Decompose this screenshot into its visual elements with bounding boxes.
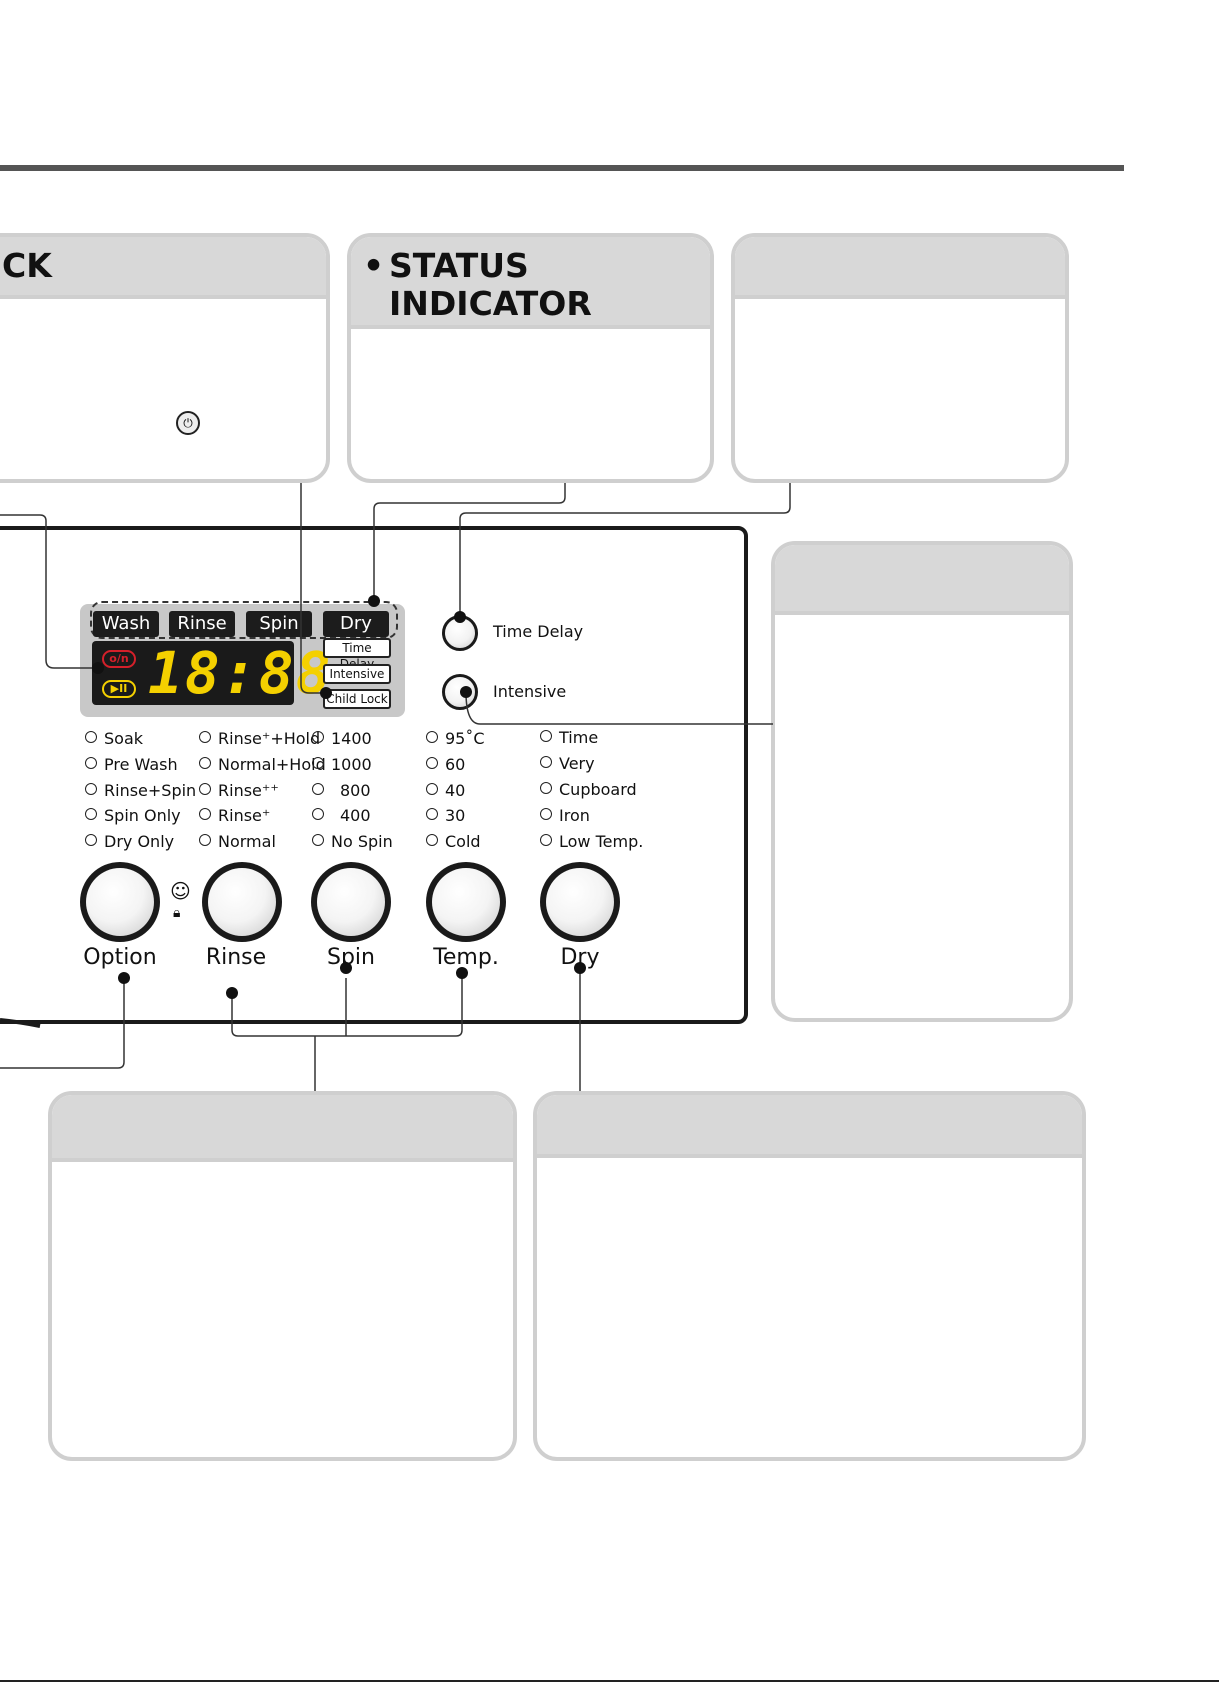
option-indicator-icon xyxy=(199,834,211,846)
callout-time-delay xyxy=(731,233,1069,483)
callout-status-title: •STATUS INDICATOR xyxy=(363,246,592,323)
option-indicator-icon xyxy=(540,756,552,768)
indicator-time-delay: Time Delay xyxy=(323,638,391,671)
option-indicator-icon xyxy=(199,808,211,820)
intensive-label: Intensive xyxy=(493,682,567,701)
knob-face xyxy=(208,868,276,936)
option-indicator-icon xyxy=(85,834,97,846)
option-indicator-icon xyxy=(426,731,438,743)
callout-child-lock-title: CK xyxy=(2,246,52,285)
callout-status-indicator: •STATUS INDICATOR xyxy=(347,233,714,483)
temp-knob[interactable] xyxy=(426,862,506,942)
option-indicator-icon xyxy=(312,808,324,820)
temp-40: 40 xyxy=(426,780,465,802)
spin-1000: 1000 xyxy=(312,754,372,776)
spin-400: 400 xyxy=(312,805,371,827)
option-indicator-icon xyxy=(540,782,552,794)
dry-very: Very xyxy=(540,753,595,775)
option-indicator-icon xyxy=(312,731,324,743)
knob-face xyxy=(86,868,154,936)
option-indicator-icon xyxy=(540,834,552,846)
dry-cupboard: Cupboard xyxy=(540,779,637,801)
option-spin-only: Spin Only xyxy=(85,805,181,827)
callout-child-lock: CK xyxy=(0,233,330,483)
stage-rinse: Rinse xyxy=(169,611,235,637)
stage-spin: Spin xyxy=(246,611,312,637)
option-indicator-icon xyxy=(312,834,324,846)
dry-knob-label: Dry xyxy=(560,945,600,970)
rinse-plus-plus: Rinse⁺⁺ xyxy=(199,780,279,802)
option-knob[interactable] xyxy=(80,862,160,942)
option-indicator-icon xyxy=(85,808,97,820)
temp-cold: Cold xyxy=(426,831,481,853)
option-indicator-icon xyxy=(85,783,97,795)
option-indicator-icon xyxy=(199,731,211,743)
stage-dry: Dry xyxy=(323,611,389,637)
option-soak: Soak xyxy=(85,728,143,750)
option-rinse-spin: Rinse+Spin xyxy=(85,780,196,802)
temp-95: 95˚C xyxy=(426,728,485,750)
option-indicator-icon xyxy=(540,730,552,742)
rinse-plus-hold: Rinse⁺+Hold xyxy=(199,728,320,750)
option-indicator-icon xyxy=(426,808,438,820)
dry-iron: Iron xyxy=(540,805,590,827)
option-indicator-icon xyxy=(312,757,324,769)
lock-icon: 🔒︎ xyxy=(173,905,181,921)
child-icon: ☺ xyxy=(170,879,191,903)
rinse-normal: Normal xyxy=(199,831,276,853)
option-knob-label: Option xyxy=(83,945,157,970)
option-indicator-icon xyxy=(426,783,438,795)
spin-knob[interactable] xyxy=(311,862,391,942)
spin-1400: 1400 xyxy=(312,728,372,750)
option-dry-only: Dry Only xyxy=(85,831,174,853)
option-indicator-icon xyxy=(540,808,552,820)
power-icon: ⏻ xyxy=(176,411,200,435)
rinse-knob[interactable] xyxy=(202,862,282,942)
option-pre-wash: Pre Wash xyxy=(85,754,178,776)
knob-face xyxy=(317,868,385,936)
knob-face xyxy=(432,868,500,936)
knob-face xyxy=(546,868,614,936)
stage-wash: Wash xyxy=(93,611,159,637)
callout-intensive xyxy=(771,541,1073,1022)
bullet-icon: • xyxy=(363,246,385,285)
temp-knob-label: Temp. xyxy=(433,945,499,970)
start-pause-icon: ▶II xyxy=(102,680,136,698)
intensive-button[interactable] xyxy=(442,674,478,710)
temp-60: 60 xyxy=(426,754,465,776)
callout-rinse-spin-temp xyxy=(48,1091,517,1461)
spin-knob-label: Spin xyxy=(327,945,375,970)
rinse-normal-hold: Normal+Hold xyxy=(199,754,326,776)
rinse-plus: Rinse⁺ xyxy=(199,805,270,827)
door-lock-icon: o/n xyxy=(102,650,136,668)
option-indicator-icon xyxy=(85,757,97,769)
dry-low-temp: Low Temp. xyxy=(540,831,643,853)
footer-rule xyxy=(0,1680,1219,1682)
indicator-intensive: Intensive xyxy=(323,664,391,684)
callout-dry xyxy=(533,1091,1086,1461)
rinse-knob-label: Rinse xyxy=(205,945,267,970)
time-delay-button[interactable] xyxy=(442,615,478,651)
option-indicator-icon xyxy=(199,757,211,769)
dry-knob[interactable] xyxy=(540,862,620,942)
spin-no-spin: No Spin xyxy=(312,831,393,853)
indicator-child-lock: Child Lock xyxy=(323,689,391,709)
option-indicator-icon xyxy=(199,783,211,795)
time-delay-label: Time Delay xyxy=(493,622,584,641)
spin-800: 800 xyxy=(312,780,371,802)
temp-30: 30 xyxy=(426,805,465,827)
option-indicator-icon xyxy=(312,783,324,795)
option-indicator-icon xyxy=(85,731,97,743)
time-display: 18:88 xyxy=(148,639,333,707)
option-indicator-icon xyxy=(426,757,438,769)
option-indicator-icon xyxy=(426,834,438,846)
dry-time: Time xyxy=(540,727,598,749)
header-rule xyxy=(0,165,1124,171)
